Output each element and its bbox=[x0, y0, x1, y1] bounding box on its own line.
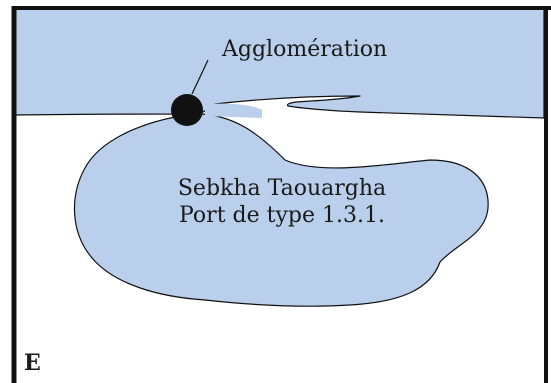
sea-area bbox=[13, 7, 545, 119]
sebkha-name-label: Sebkha Taouargha bbox=[178, 176, 386, 201]
channel bbox=[205, 103, 262, 118]
agglomeration-leader-line bbox=[191, 59, 209, 95]
port-type-label: Port de type 1.3.1. bbox=[179, 203, 385, 228]
agglomeration-label: Agglomération bbox=[221, 37, 387, 62]
agglomeration-marker bbox=[171, 94, 203, 126]
panel-letter: E bbox=[24, 350, 41, 376]
sebkha-lagoon bbox=[73, 113, 489, 307]
